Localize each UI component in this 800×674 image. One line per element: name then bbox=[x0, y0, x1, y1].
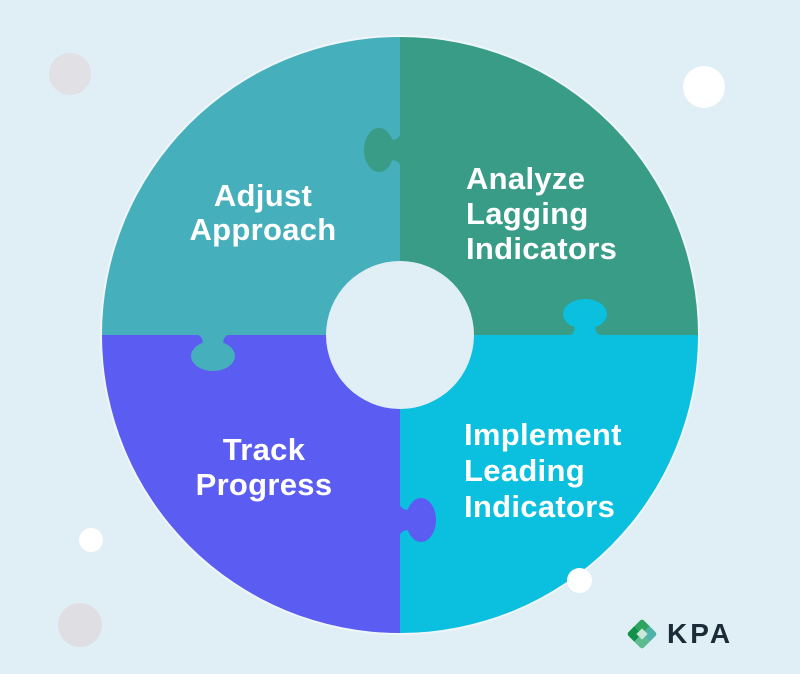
piece-adjust-approach bbox=[102, 37, 400, 335]
label-analyze-lagging-indicators: Analyze Lagging Indicators bbox=[466, 161, 618, 266]
kpa-logo-text: KPA bbox=[667, 618, 734, 649]
decor-circle-white-bottom-right bbox=[567, 568, 592, 593]
decor-circle-gray-bottom-left bbox=[58, 603, 102, 647]
label-track-progress: Track Progress bbox=[195, 432, 333, 502]
decor-circle-white-top-right bbox=[683, 66, 725, 108]
piece-analyze-lagging-indicators bbox=[400, 37, 698, 335]
decor-circle-gray-top-left bbox=[49, 53, 91, 95]
piece-track-progress bbox=[102, 335, 400, 633]
decor-circle-white-mid-left bbox=[79, 528, 103, 552]
label-implement-leading-indicators: Implement Leading Indicators bbox=[464, 417, 622, 524]
kpa-diamond-icon bbox=[626, 618, 658, 650]
wheel-halo-ring bbox=[100, 35, 700, 635]
kpa-logo: KPA bbox=[626, 612, 733, 656]
piece-implement-leading-indicators bbox=[400, 335, 698, 633]
label-adjust-approach: Adjust Approach bbox=[189, 178, 337, 247]
